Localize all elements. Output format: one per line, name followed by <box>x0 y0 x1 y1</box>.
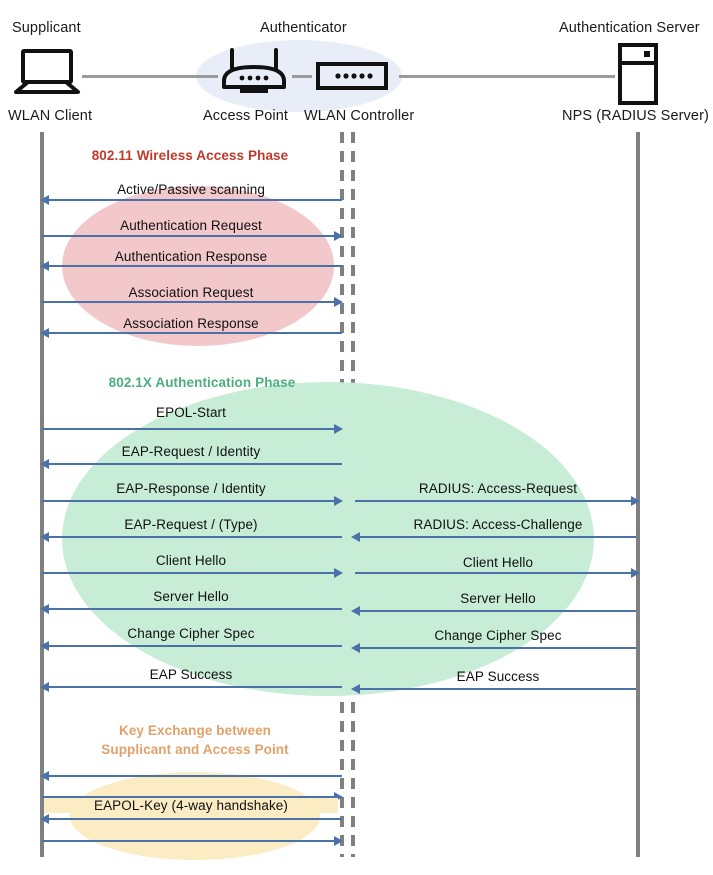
message-label-authentication-response: Authentication Response <box>114 249 268 264</box>
message-label-association-response: Association Response <box>123 316 259 331</box>
message-line <box>355 688 636 690</box>
arrowhead-right-icon <box>334 231 343 241</box>
arrowhead-right-icon <box>334 568 343 578</box>
message-line <box>44 332 342 334</box>
arrowhead-right-icon <box>631 496 640 506</box>
arrowhead-left-icon <box>40 195 49 205</box>
lifeline-authentication-server <box>636 132 640 857</box>
message-line <box>355 647 636 649</box>
phase-highlight-key-exchange <box>70 772 320 860</box>
message-line <box>42 572 336 574</box>
message-line <box>44 818 342 820</box>
arrowhead-left-icon <box>40 604 49 614</box>
message-line <box>42 840 336 842</box>
node-caption-wlan-client: WLAN Client <box>8 108 93 124</box>
arrowhead-left-icon <box>351 606 360 616</box>
arrowhead-left-icon <box>351 684 360 694</box>
message-line <box>42 235 336 237</box>
message-label-radius-access-challenge: RADIUS: Access-Challenge <box>413 517 583 532</box>
message-line <box>355 572 633 574</box>
message-label-server-hello-left: Server Hello <box>153 589 229 604</box>
message-label-change-cipher-spec-right: Change Cipher Spec <box>434 628 562 643</box>
message-label-radius-access-request: RADIUS: Access-Request <box>418 481 578 496</box>
message-line <box>42 500 336 502</box>
message-label-active-passive-scanning: Active/Passive scanning <box>117 182 265 197</box>
arrowhead-right-icon <box>334 496 343 506</box>
role-label-authenticator: Authenticator <box>260 20 347 36</box>
node-caption-nps-server: NPS (RADIUS Server) <box>562 108 709 124</box>
message-line <box>355 536 636 538</box>
arrowhead-left-icon <box>40 261 49 271</box>
message-line <box>44 775 342 777</box>
role-label-supplicant: Supplicant <box>12 20 81 36</box>
phase-highlight-dot1x-authentication <box>62 382 594 696</box>
message-line <box>44 536 342 538</box>
message-label-client-hello-left: Client Hello <box>155 553 227 568</box>
arrowhead-left-icon <box>40 532 49 542</box>
message-line <box>42 796 336 798</box>
message-line <box>355 500 633 502</box>
arrowhead-right-icon <box>631 568 640 578</box>
message-line <box>44 686 342 688</box>
message-line <box>44 265 342 267</box>
arrowhead-left-icon <box>40 459 49 469</box>
message-label-eap-success-right: EAP Success <box>456 669 540 684</box>
message-label-eapol-key-4way-handshake: EAPOL-Key (4-way handshake) <box>44 798 338 813</box>
phase-title-wireless-access: 802.11 Wireless Access Phase <box>91 148 289 163</box>
message-label-server-hello-right: Server Hello <box>460 591 536 606</box>
message-label-client-hello-right: Client Hello <box>462 555 534 570</box>
arrowhead-left-icon <box>40 328 49 338</box>
wireless-router-icon <box>216 47 292 102</box>
message-line <box>355 610 636 612</box>
arrowhead-left-icon <box>351 643 360 653</box>
arrowhead-right-icon <box>334 424 343 434</box>
message-label-epol-start: EPOL-Start <box>155 405 227 420</box>
message-label-authentication-request: Authentication Request <box>120 218 262 233</box>
node-caption-access-point: Access Point <box>203 108 289 124</box>
laptop-icon <box>12 48 82 101</box>
message-line <box>44 463 342 465</box>
lifeline-supplicant <box>40 132 44 857</box>
arrowhead-left-icon <box>40 641 49 651</box>
message-line <box>44 645 342 647</box>
arrowhead-right-icon <box>334 297 343 307</box>
wire-controller-to-server <box>399 75 615 78</box>
wire-client-to-ap <box>82 75 218 78</box>
message-line <box>42 301 336 303</box>
arrowhead-right-icon <box>334 836 343 846</box>
server-tower-icon <box>616 43 660 110</box>
phase-title-dot1x-authentication: 802.1X Authentication Phase <box>108 375 296 390</box>
role-label-authentication-server: Authentication Server <box>559 20 700 36</box>
arrowhead-right-icon <box>334 792 343 802</box>
message-label-association-request: Association Request <box>128 285 254 300</box>
network-switch-icon <box>316 62 388 95</box>
arrowhead-left-icon <box>40 814 49 824</box>
message-label-eap-request-identity: EAP-Request / Identity <box>121 444 261 459</box>
arrowhead-left-icon <box>351 532 360 542</box>
arrowhead-left-icon <box>40 771 49 781</box>
message-label-eap-request-type: EAP-Request / (Type) <box>124 517 258 532</box>
wire-ap-to-controller <box>292 75 312 78</box>
arrowhead-left-icon <box>40 682 49 692</box>
message-label-change-cipher-spec-left: Change Cipher Spec <box>127 626 255 641</box>
message-label-eap-response-identity: EAP-Response / Identity <box>116 481 266 496</box>
message-line <box>42 428 336 430</box>
message-line <box>44 608 342 610</box>
phase-title-key-exchange: Key Exchange between Supplicant and Acce… <box>101 723 289 757</box>
message-label-eap-success-left: EAP Success <box>149 667 233 682</box>
node-caption-wlan-controller: WLAN Controller <box>304 108 415 124</box>
message-line <box>44 199 342 201</box>
